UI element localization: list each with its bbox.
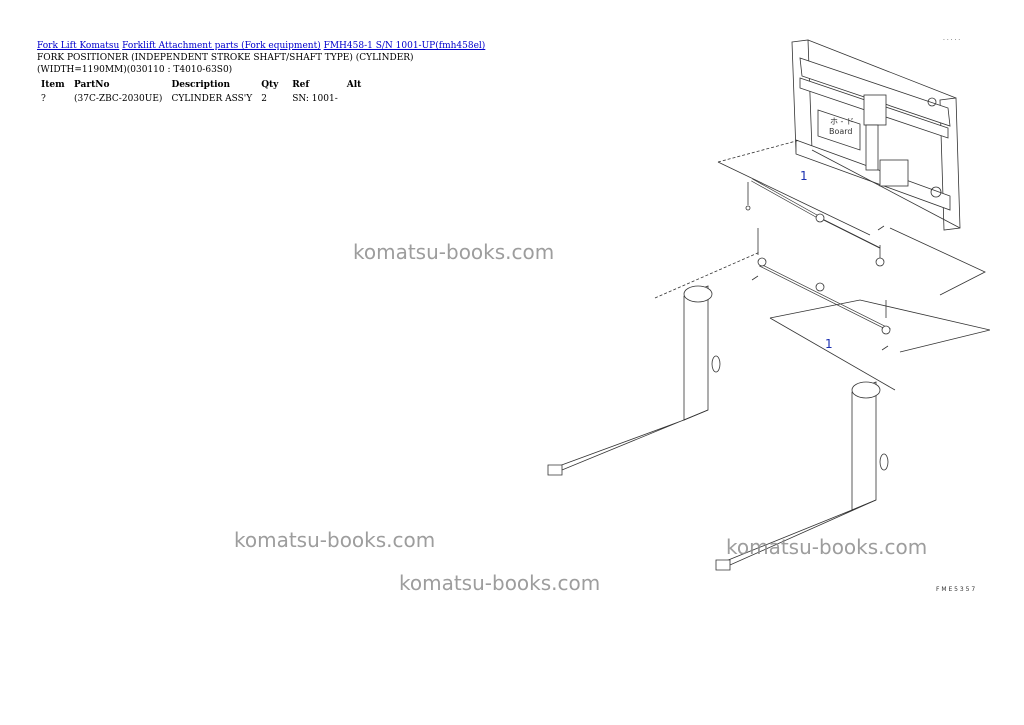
upper-cylinder: 1 <box>717 139 986 296</box>
breadcrumb: Fork Lift Komatsu Forklift Attachment pa… <box>37 40 485 76</box>
callout-top: 1 <box>800 169 808 183</box>
board-label-line1: ホ - ド <box>830 117 854 126</box>
header-description: Description <box>171 80 231 90</box>
carriage-frame: ホ - ド Board <box>791 39 961 231</box>
page-title-line1: FORK POSITIONER (INDEPENDENT STROKE SHAF… <box>37 53 414 63</box>
callout-bottom: 1 <box>825 337 833 351</box>
board-label-line2: Board <box>829 127 853 136</box>
left-fork <box>547 285 721 476</box>
watermark: komatsu-books.com <box>726 535 928 559</box>
header-qty: Qty <box>261 80 279 90</box>
breadcrumb-link-model[interactable]: FMH458-1 S/N 1001-UP(fmh458el) <box>323 41 486 51</box>
breadcrumb-link-forklift-komatsu[interactable]: Fork Lift Komatsu <box>37 41 120 51</box>
header-ref: Ref <box>292 80 310 90</box>
table-header-row: Item PartNo Description Qty Ref Alt <box>37 79 374 91</box>
cell-description: CYLINDER ASS'Y <box>171 94 253 104</box>
watermark: komatsu-books.com <box>234 528 436 552</box>
breadcrumb-links: Fork Lift Komatsu Forklift Attachment pa… <box>37 40 485 52</box>
cell-alt <box>343 91 374 105</box>
cell-partno: (37C-ZBC-2030UE) <box>74 94 163 104</box>
header-alt: Alt <box>346 80 362 90</box>
watermark: komatsu-books.com <box>399 571 601 595</box>
corner-code-top: . . . . . <box>943 35 960 42</box>
cell-ref: SN: 1001- <box>292 94 338 104</box>
parts-diagram: ホ - ド Board 1 1 <box>547 35 990 593</box>
table-row: ? (37C-ZBC-2030UE) CYLINDER ASS'Y 2 SN: … <box>37 91 374 105</box>
page-title-line2: (WIDTH=1190MM)(030110 : T4010-63S0) <box>37 65 233 75</box>
cell-item: ? <box>41 94 46 104</box>
cell-qty: 2 <box>261 94 267 104</box>
right-fork <box>715 381 889 571</box>
header-item: Item <box>41 80 65 90</box>
header-partno: PartNo <box>74 80 110 90</box>
watermark: komatsu-books.com <box>353 240 555 264</box>
corner-code-bottom: F M E 5 3 5 7 <box>936 586 975 593</box>
lower-cylinder: 1 <box>654 228 990 391</box>
parts-table: Item PartNo Description Qty Ref Alt ? (3… <box>37 79 374 105</box>
breadcrumb-link-attachment-parts[interactable]: Forklift Attachment parts (Fork equipmen… <box>122 41 321 51</box>
